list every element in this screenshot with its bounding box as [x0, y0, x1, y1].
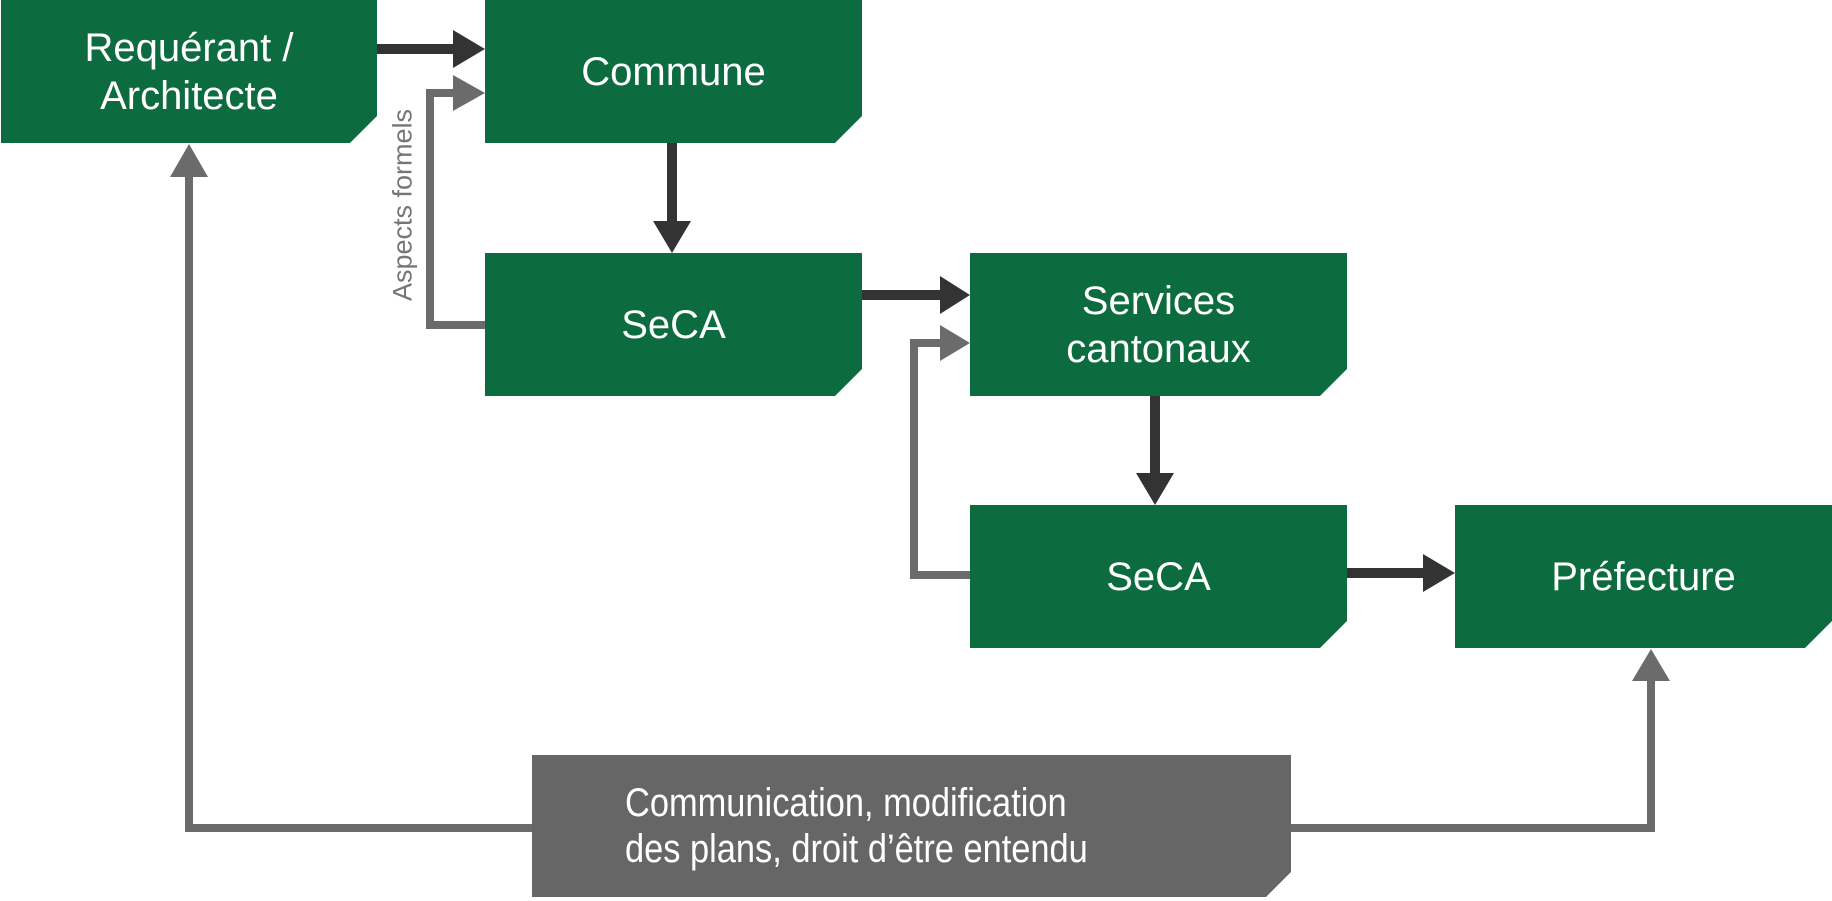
arrow-feedback-to-prefecture — [1291, 649, 1670, 832]
node-prefecture — [1455, 505, 1832, 648]
node-requerant — [1, 0, 377, 143]
node-services-cantonaux — [970, 253, 1347, 396]
aspects-formels-label: Aspects formels — [387, 108, 418, 302]
feedback-line-2: des plans, droit d’être entendu — [625, 827, 1088, 871]
arrow-services-to-seca-2 — [1136, 396, 1174, 505]
feedback-box — [532, 755, 1291, 897]
node-commune — [485, 0, 862, 143]
arrow-seca-2-to-prefecture — [1347, 554, 1455, 592]
node-seca-2 — [970, 505, 1347, 648]
feedback-line-1: Communication, modification — [625, 781, 1067, 825]
arrow-feedback-to-requerant — [170, 144, 532, 832]
arrow-commune-to-seca-1 — [653, 143, 691, 253]
arrow-seca-2-to-services — [910, 325, 970, 579]
arrow-seca-1-to-commune-aspects-formels — [426, 75, 485, 329]
feedback-box-label: Communication, modification des plans, d… — [625, 780, 1225, 872]
arrow-seca-1-to-services — [862, 276, 970, 314]
node-seca-1 — [485, 253, 862, 396]
arrow-requerant-to-commune — [377, 30, 485, 68]
